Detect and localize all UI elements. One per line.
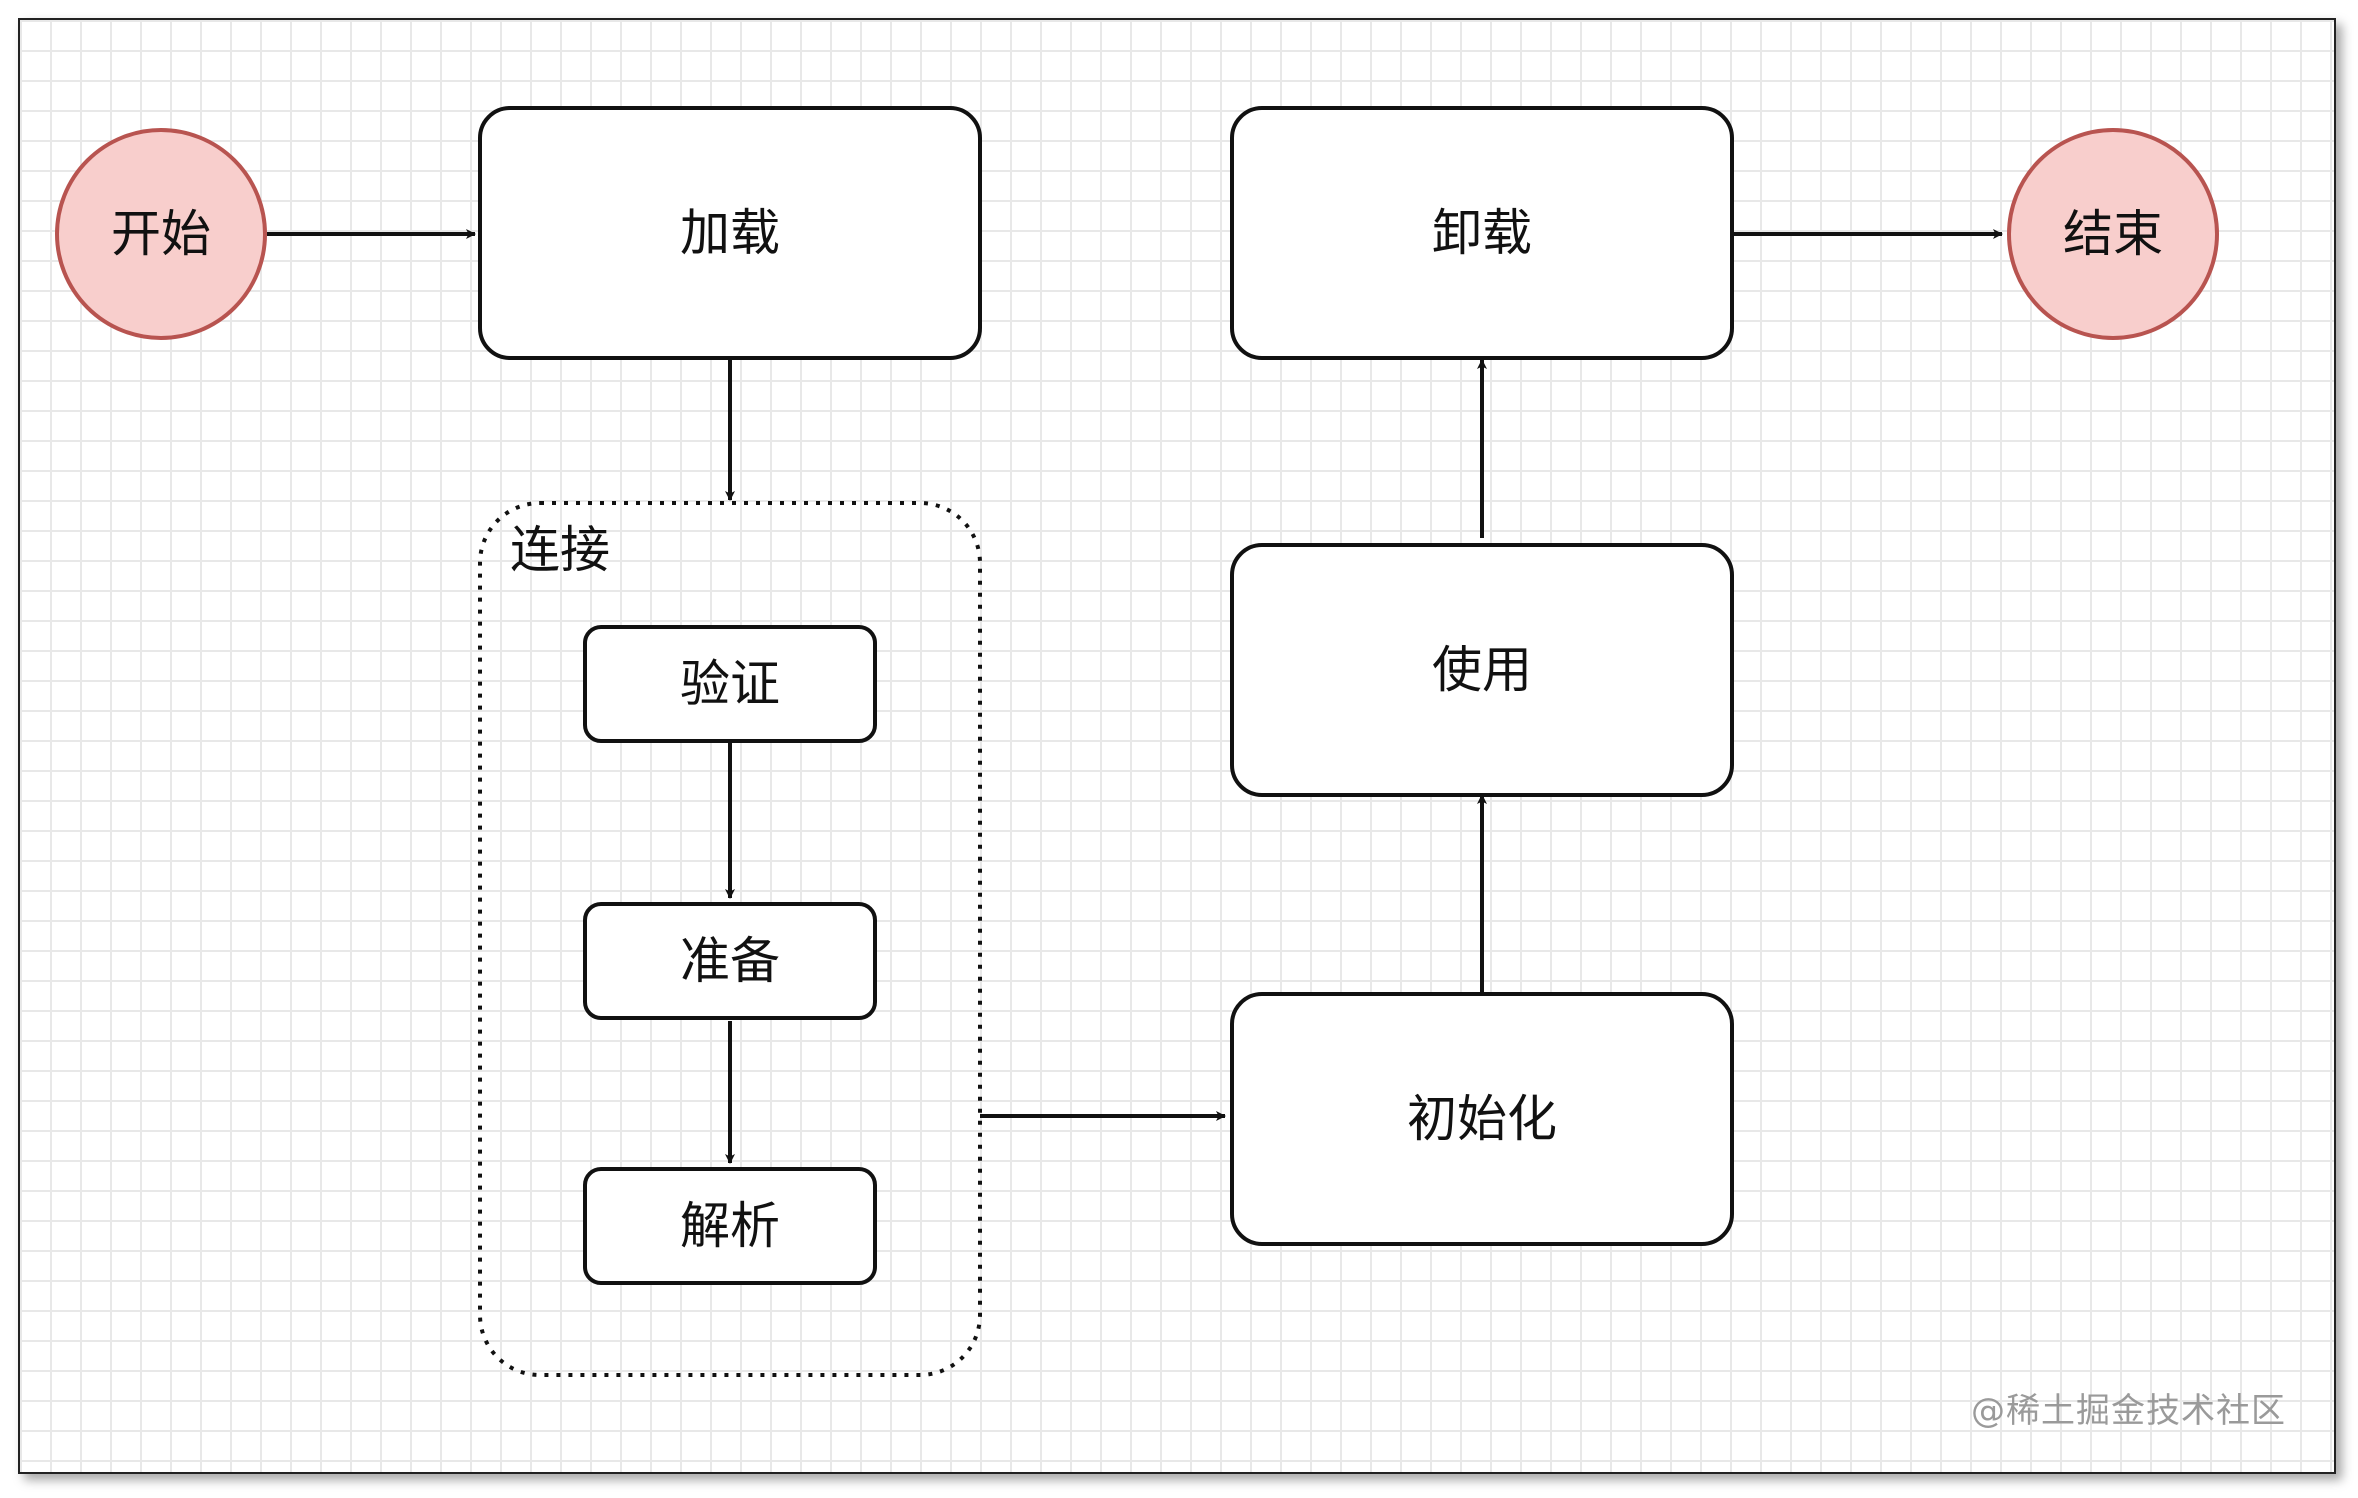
class-lifecycle-flowchart: 开始 加载 连接 验证 准备 解析 初始化 (55, 106, 2219, 1377)
resolve-node[interactable]: 解析 (583, 1167, 877, 1285)
start-node[interactable]: 开始 (55, 128, 267, 340)
link-group-label: 连接 (510, 521, 610, 579)
unload-label: 卸载 (1432, 204, 1532, 262)
end-label: 结束 (2063, 205, 2163, 263)
use-node[interactable]: 使用 (1230, 543, 1734, 797)
unload-node[interactable]: 卸载 (1230, 106, 1734, 360)
link-group[interactable]: 连接 (478, 501, 982, 1377)
diagram-canvas: 开始 加载 连接 验证 准备 解析 初始化 (18, 18, 2336, 1474)
verify-node[interactable]: 验证 (583, 625, 877, 743)
load-label: 加载 (680, 204, 780, 262)
prepare-node[interactable]: 准备 (583, 902, 877, 1020)
start-label: 开始 (111, 205, 211, 263)
use-label: 使用 (1432, 641, 1532, 699)
end-node[interactable]: 结束 (2007, 128, 2219, 340)
verify-label: 验证 (680, 655, 780, 713)
init-label: 初始化 (1407, 1090, 1557, 1148)
watermark: @稀土掘金技术社区 (1971, 1391, 2286, 1431)
load-node[interactable]: 加载 (478, 106, 982, 360)
prepare-label: 准备 (680, 932, 780, 990)
resolve-label: 解析 (680, 1197, 780, 1255)
init-node[interactable]: 初始化 (1230, 992, 1734, 1246)
